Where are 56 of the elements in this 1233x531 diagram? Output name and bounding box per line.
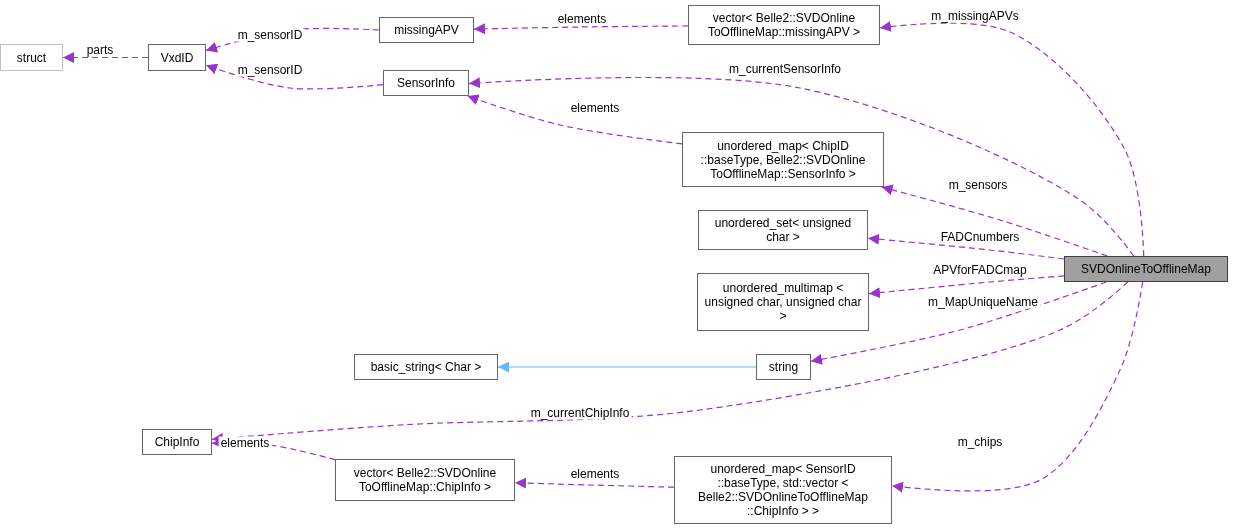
arrow — [891, 281, 1144, 493]
edge-label: APVforFADCmap — [931, 263, 1029, 277]
class-name: basic_string< Char > — [370, 360, 482, 374]
arrow — [867, 233, 1065, 260]
class-name: SVDOnlineToOfflineMap — [1081, 262, 1211, 276]
edge-label: m_sensorID — [235, 28, 305, 42]
class-name: ChipInfo — [154, 435, 200, 449]
edge-label: m_MapUniqueName — [925, 295, 1041, 309]
class-box — [148, 44, 206, 71]
edge-label: elements — [568, 467, 622, 481]
arrow — [466, 94, 683, 145]
class-box — [0, 44, 63, 71]
class-box — [682, 132, 884, 187]
class-box — [354, 354, 498, 380]
edge-label: elements — [555, 12, 609, 26]
class-box — [379, 17, 474, 43]
edge-label: parts — [84, 43, 116, 57]
edge-label: m_sensorID — [235, 63, 305, 77]
arrow — [473, 23, 689, 35]
edge-label: FADCnumbers — [938, 230, 1022, 244]
arrow — [868, 275, 1065, 299]
arrow — [497, 361, 757, 373]
edge-label: m_currentChipInfo — [528, 406, 632, 420]
arrow — [514, 477, 675, 489]
edge-label: elements — [218, 436, 272, 450]
class-box — [142, 429, 212, 455]
arrow — [205, 63, 384, 90]
class-name: unordered_map< SensorID ::baseType, std::vector < Belle2::SVDOnlineToOfflineMap ::ChipInfo > > — [697, 462, 869, 518]
class-box — [674, 456, 892, 524]
class-name: string — [768, 360, 799, 374]
edge-label: m_currentSensorInfo — [726, 62, 844, 76]
arrow — [810, 281, 1107, 365]
class-box — [688, 5, 880, 45]
class-box — [335, 459, 515, 501]
class-box — [698, 210, 868, 250]
edge-label: elements — [568, 101, 622, 115]
class-name: vector< Belle2::SVDOnline ToOfflineMap::missingAPV > — [706, 11, 862, 39]
class-name: SensorInfo — [396, 76, 455, 90]
class-name: missingAPV — [394, 23, 459, 37]
edge-label: m_missingAPVs — [929, 9, 1021, 23]
class-name: vector< Belle2::SVDOnline ToOfflineMap::ChipInfo > — [352, 466, 498, 494]
arrow — [211, 281, 1129, 444]
class-name: struct — [16, 50, 47, 65]
class-name: unordered_map< ChipID ::baseType, Belle2::SVDOnline ToOfflineMap::SensorInfo > — [699, 138, 867, 181]
class-box — [1064, 256, 1228, 282]
class-box — [697, 273, 869, 331]
arrow — [468, 76, 1135, 257]
edge-label: m_chips — [955, 435, 1005, 449]
class-name: unordered_multimap < unsigned char, unsigned char > — [703, 281, 863, 323]
class-name: VxdID — [160, 50, 194, 65]
arrow — [879, 21, 1145, 257]
class-box — [383, 70, 469, 96]
class-box — [756, 354, 811, 380]
class-name: unordered_set< unsigned char > — [713, 216, 853, 244]
arrow — [62, 52, 149, 63]
arrow — [881, 184, 1108, 257]
